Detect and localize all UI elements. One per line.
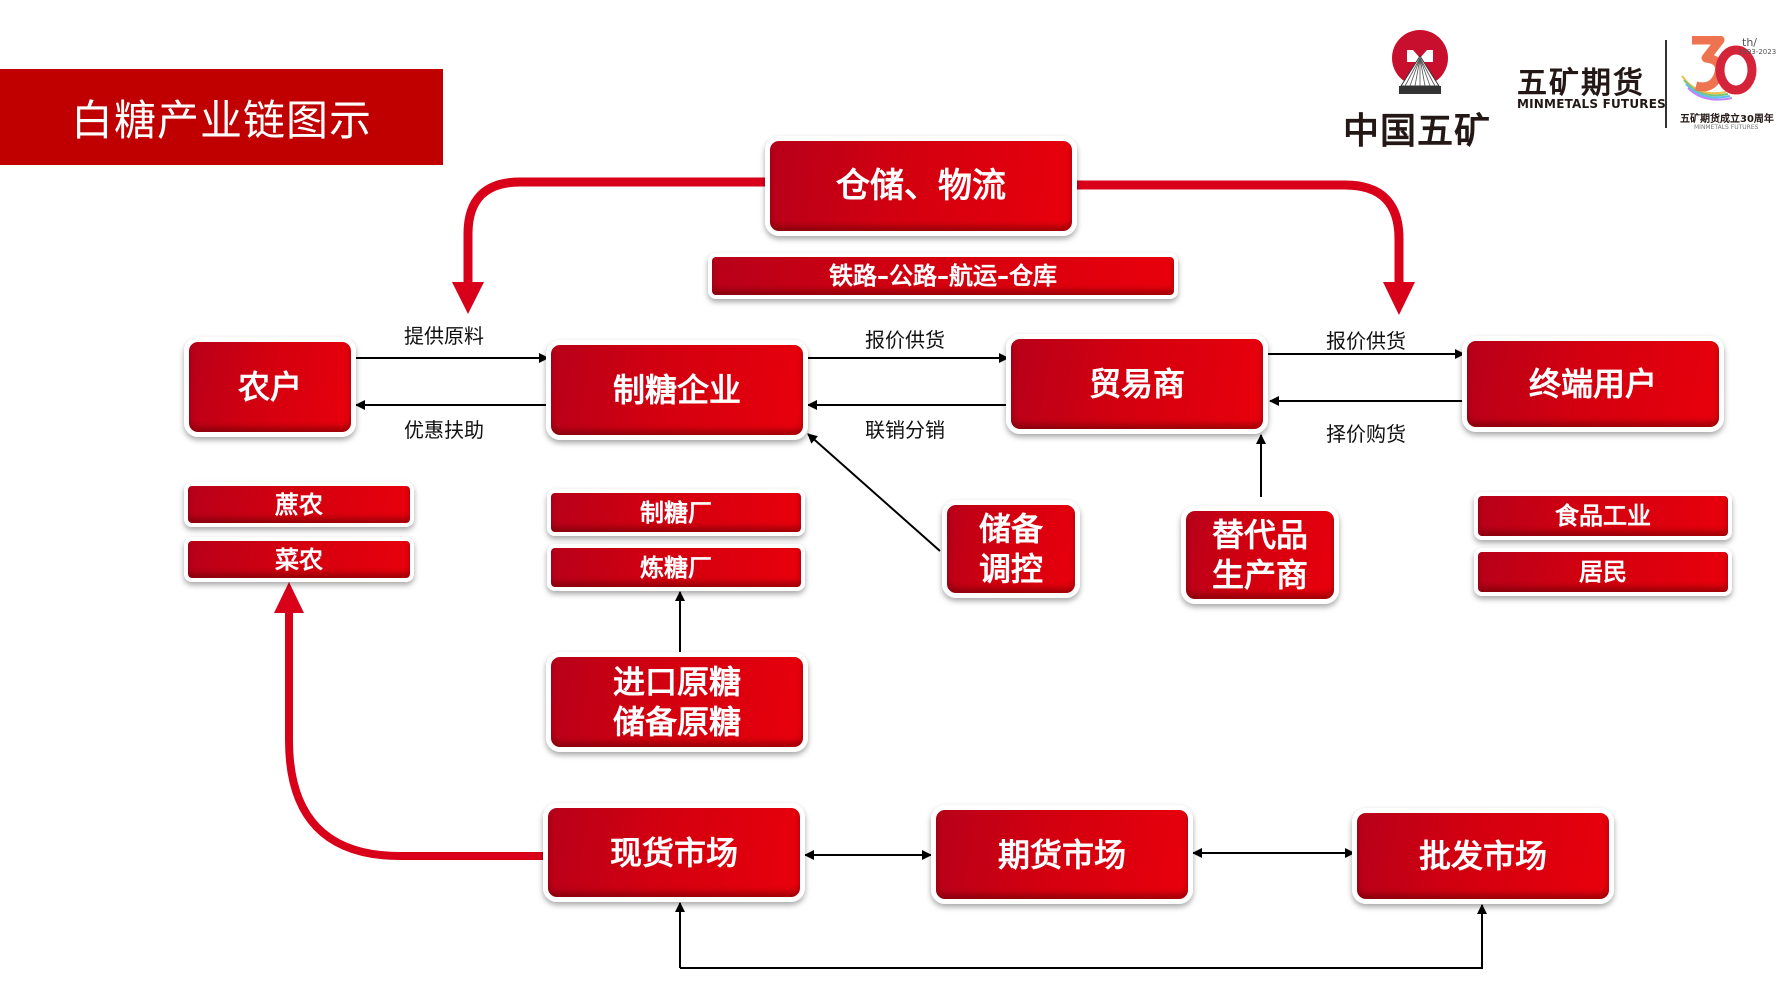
node-food-industry[interactable]: 食品工业 [1474, 492, 1732, 540]
edge-label-price-purchase: 择价购货 [1326, 422, 1406, 446]
title-banner: 白糖产业链图示 [0, 69, 443, 165]
logo-divider [1665, 40, 1667, 128]
minmetals-emblem-icon [1392, 30, 1448, 94]
node-wholesale-market[interactable]: 批发市场 [1352, 808, 1614, 904]
node-residents[interactable]: 居民 [1474, 548, 1732, 596]
logistics-to-enduser-arrowhead [1383, 282, 1415, 315]
node-spot-market-label: 现货市场 [609, 833, 738, 872]
edge-label-supply-material: 提供原料 [404, 324, 484, 348]
spot-to-farmer-arrowhead [274, 582, 304, 613]
node-farmer-label: 农户 [237, 368, 302, 406]
node-logistics-sub-label: 铁路–公路–航运–仓库 [829, 262, 1057, 290]
edge-label-preferential-support: 优惠扶助 [404, 418, 484, 442]
node-beet-farmer[interactable]: 菜农 [184, 537, 414, 582]
node-trader[interactable]: 贸易商 [1006, 334, 1268, 434]
edge-label-quote-supply-1: 报价供货 [865, 328, 945, 352]
node-end-user-label: 终端用户 [1528, 365, 1657, 403]
node-producer-label: 生产商 [1211, 556, 1308, 594]
node-beet-farmer-label: 菜农 [275, 545, 323, 574]
node-sugarcane-farmer-label: 蔗农 [275, 490, 323, 519]
node-import-reserve[interactable]: 进口原糖储备原糖 [546, 652, 808, 752]
anniversary-30-icon [1681, 36, 1757, 101]
node-logistics-sub[interactable]: 铁路–公路–航运–仓库 [708, 253, 1178, 299]
node-reserve-raw-label: 储备原糖 [612, 703, 741, 741]
node-substitute-label: 替代品 [1211, 516, 1308, 554]
node-sugar-factory-label: 制糖厂 [640, 498, 712, 527]
logistics-to-farmer-arrowhead [452, 282, 484, 314]
arrow-reserve-to-enterprise [807, 433, 941, 552]
arrow-wholesale-spot-loop [680, 904, 1487, 969]
anniversary-caption-cn: 五矿期货成立30周年 [1680, 114, 1774, 125]
node-logistics[interactable]: 仓储、物流 [765, 136, 1077, 236]
edge-label-quote-supply-2: 报价供货 [1326, 329, 1406, 353]
node-sugar-enterprise-label: 制糖企业 [612, 371, 741, 409]
node-import-label: 进口原糖 [612, 663, 741, 701]
cnmc-name: 中国五矿 [1343, 111, 1492, 152]
logistics-to-farmer-arrow [463, 177, 765, 284]
node-sugar-enterprise[interactable]: 制糖企业 [546, 340, 808, 440]
logistics-to-enduser-arrow [1077, 180, 1404, 284]
anniversary-suffix: th/ [1742, 36, 1757, 49]
node-sugar-factory[interactable]: 制糖厂 [547, 489, 805, 536]
node-substitute-producer[interactable]: 替代品生产商 [1181, 506, 1339, 604]
node-futures-market[interactable]: 期货市场 [931, 805, 1193, 904]
node-spot-market[interactable]: 现货市场 [543, 803, 805, 902]
node-refinery[interactable]: 炼糖厂 [547, 544, 805, 591]
node-reserve-label: 储备 [978, 510, 1043, 548]
spot-to-farmer-arrow [285, 612, 547, 860]
anniversary-years: 1993-2023 [1738, 48, 1777, 56]
node-farmer[interactable]: 农户 [184, 337, 356, 437]
node-refinery-label: 炼糖厂 [640, 553, 712, 582]
node-sugarcane-farmer[interactable]: 蔗农 [184, 482, 414, 527]
futures-name-en: MINMETALS FUTURES [1517, 97, 1666, 111]
node-food-industry-label: 食品工业 [1555, 502, 1651, 530]
node-trader-label: 贸易商 [1088, 365, 1185, 403]
node-end-user[interactable]: 终端用户 [1462, 336, 1724, 432]
node-control-label: 调控 [978, 550, 1043, 588]
node-residents-label: 居民 [1579, 558, 1627, 586]
node-wholesale-market-label: 批发市场 [1418, 837, 1547, 875]
edge-label-joint-distribution: 联销分销 [865, 418, 945, 442]
futures-name-cn: 五矿期货 [1517, 66, 1645, 101]
page-title: 白糖产业链图示 [70, 95, 372, 145]
anniversary-caption-en: MINMETALS FUTURES [1694, 124, 1759, 131]
node-logistics-label: 仓储、物流 [836, 165, 1006, 206]
node-futures-market-label: 期货市场 [997, 835, 1126, 874]
node-reserve-control[interactable]: 储备调控 [942, 500, 1080, 598]
